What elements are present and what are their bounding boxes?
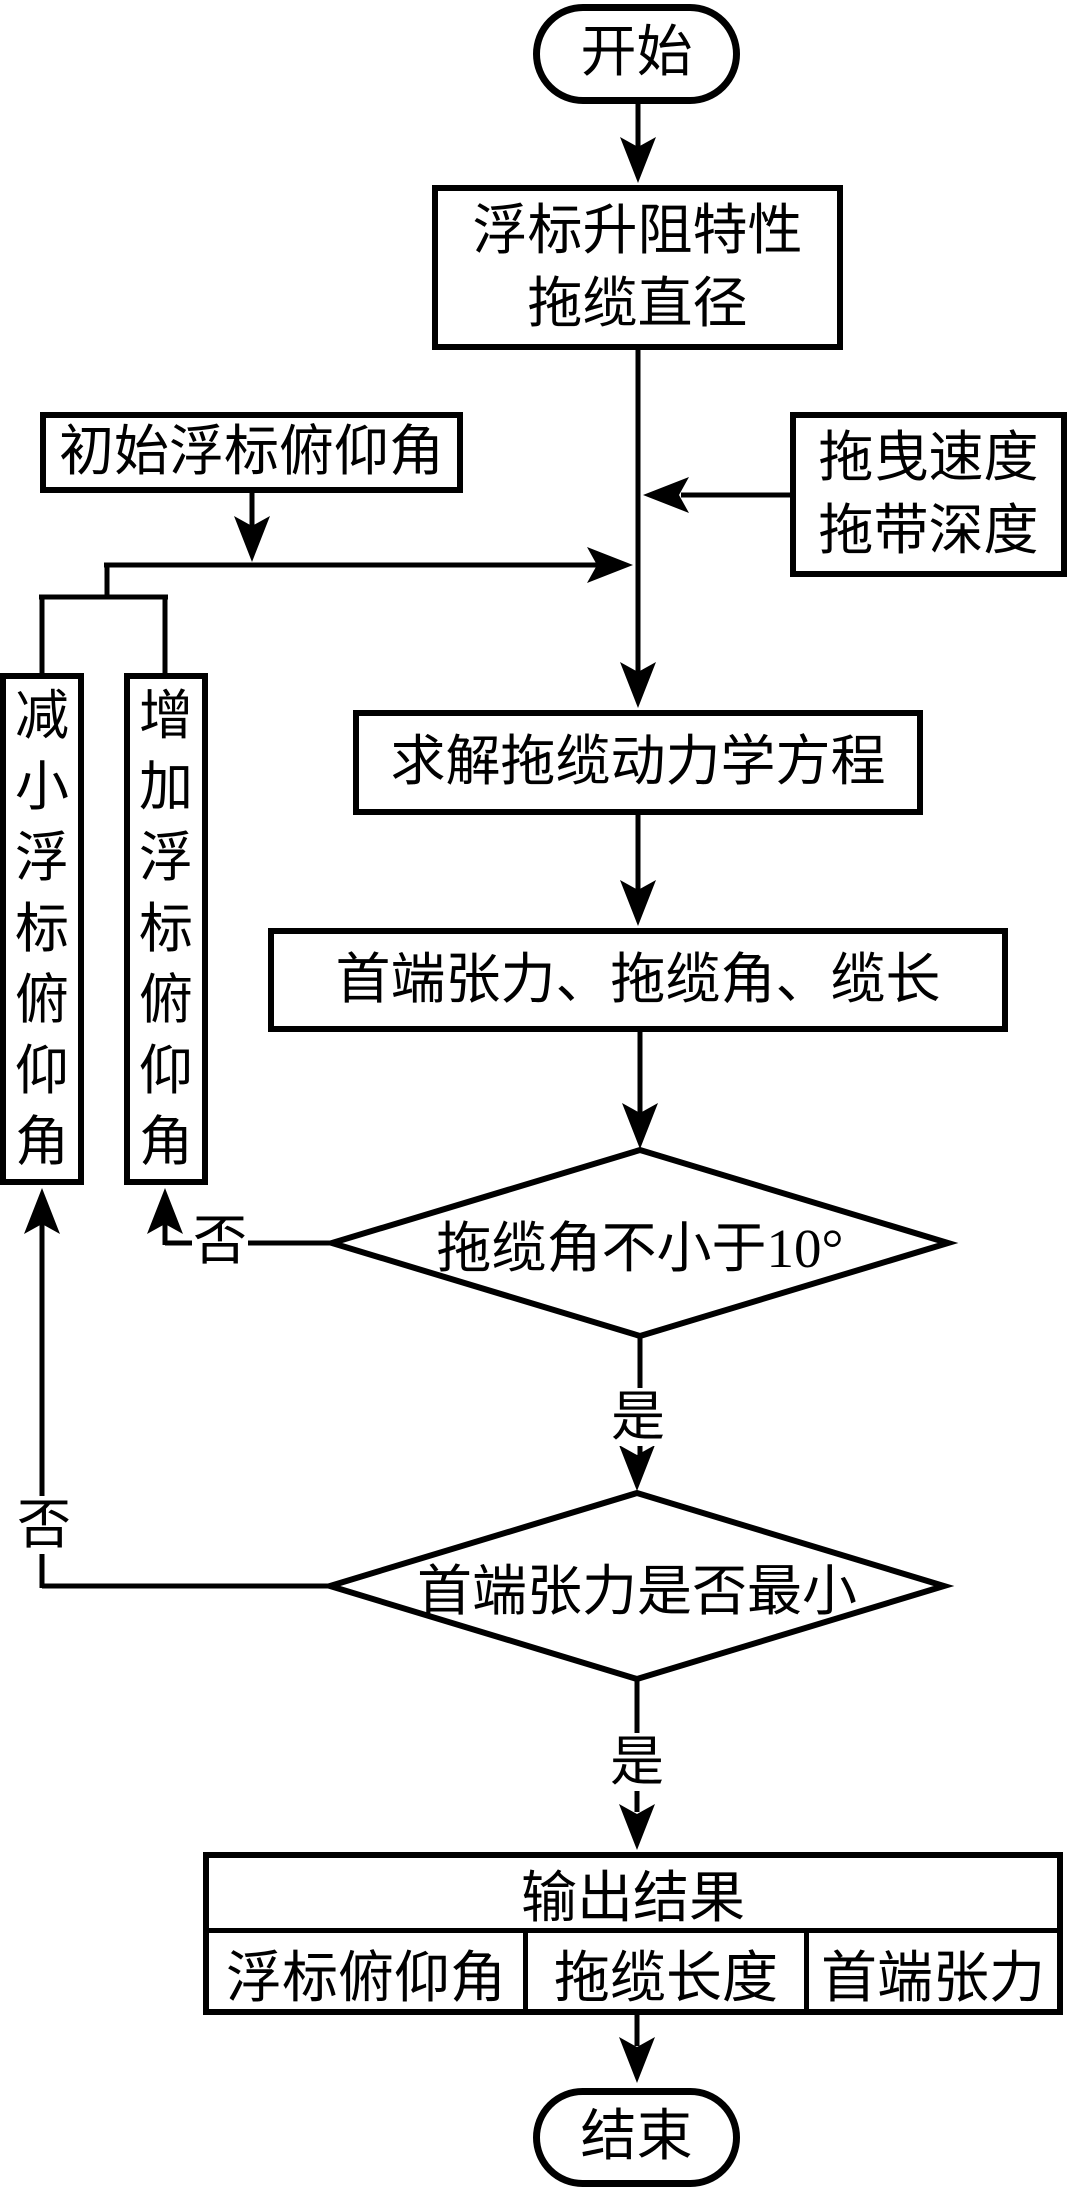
decision-angle-diamond (321, 1146, 959, 1340)
end-label: 结束 (580, 2105, 693, 2168)
increase-pitch-node: 增加浮标俯仰角 (124, 673, 208, 1185)
output-cell-tension: 首端张力 (804, 1933, 1057, 2014)
arrowhead-into-table (619, 1804, 655, 1850)
decrease-pitch-node: 减小浮标俯仰角 (0, 673, 84, 1185)
arrowhead-into-buoyinput (620, 137, 656, 183)
solve-label: 求解拖缆动力学方程 (390, 731, 886, 793)
initial-pitch-node: 初始浮标俯仰角 (40, 412, 463, 493)
output-cell-length: 拖缆长度 (523, 1933, 804, 2014)
tension-no-label: 否 (16, 1495, 72, 1555)
initial-pitch-label: 初始浮标俯仰角 (58, 421, 444, 483)
solve-node: 求解拖缆动力学方程 (353, 710, 923, 815)
increase-pitch-label: 增加浮标俯仰角 (139, 685, 193, 1172)
mid-results-label: 首端张力、拖缆角、缆长 (335, 948, 941, 1010)
arrowhead-into-angle (622, 1103, 658, 1149)
decision-tension-diamond (319, 1489, 955, 1683)
decrease-pitch-label: 减小浮标俯仰角 (15, 685, 69, 1172)
tow-input-node: 拖曳速度 拖带深度 (790, 412, 1067, 577)
tow-input-line2: 拖带深度 (818, 499, 1039, 561)
start-label: 开始 (580, 22, 693, 85)
decision-tension-label: 首端张力是否最小 (416, 1561, 857, 1622)
angle-no-label: 否 (192, 1211, 248, 1271)
arrowhead-into-solve (620, 662, 656, 708)
decision-angle-label: 拖缆角不小于10° (436, 1218, 844, 1279)
mid-results-node: 首端张力、拖缆角、缆长 (268, 928, 1008, 1032)
tow-input-line1: 拖曳速度 (818, 426, 1039, 488)
buoy-input-line2: 拖缆直径 (527, 272, 748, 334)
arrowhead-into-decrease (24, 1188, 60, 1234)
end-node: 结束 (533, 2088, 740, 2187)
arrowhead-into-increase (147, 1188, 183, 1234)
angle-yes-label: 是 (610, 1387, 666, 1447)
output-table: 输出结果 浮标俯仰角 拖缆长度 首端张力 (203, 1852, 1063, 2015)
buoy-input-node: 浮标升阻特性 拖缆直径 (432, 185, 843, 350)
arrowhead-into-tension (619, 1445, 655, 1491)
arrowhead-into-end (619, 2037, 655, 2083)
arrowhead-into-midresults (620, 880, 656, 926)
output-cell-pitch: 浮标俯仰角 (226, 1948, 506, 2010)
output-table-header: 输出结果 (209, 1858, 1057, 1933)
arrowhead-towinput (643, 477, 689, 513)
arrowhead-connector-right (587, 547, 633, 583)
buoy-input-line1: 浮标升阻特性 (472, 199, 803, 261)
arrowhead-initialpitch (234, 516, 270, 562)
tension-yes-label: 是 (609, 1732, 665, 1792)
start-node: 开始 (533, 4, 740, 104)
output-table-row: 浮标俯仰角 拖缆长度 首端张力 (209, 1933, 1057, 2014)
